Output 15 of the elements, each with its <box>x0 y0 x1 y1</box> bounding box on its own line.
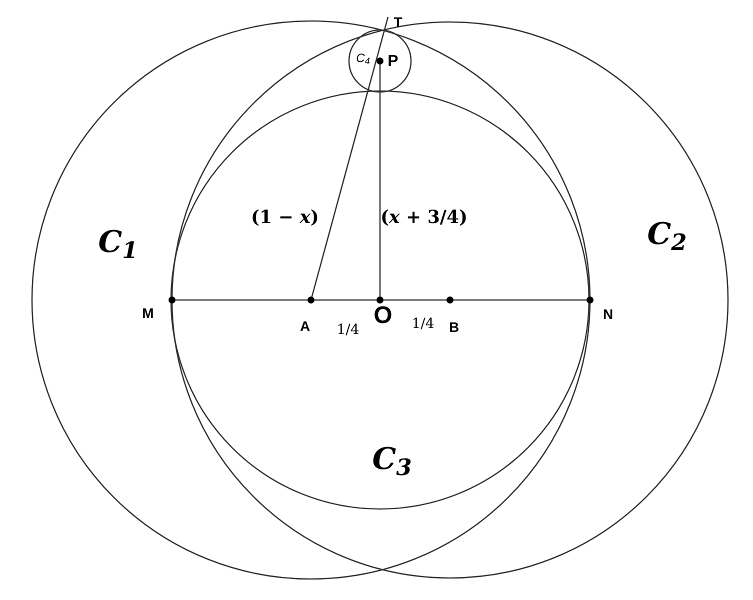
math-label: O <box>374 304 392 328</box>
math-label: B <box>448 320 460 334</box>
math-label: (1 − x) <box>251 209 319 227</box>
math-label: P <box>388 54 398 70</box>
math-label: 1/4 <box>412 317 434 331</box>
math-label: A <box>300 319 310 333</box>
math-label: M <box>142 306 154 320</box>
math-label: N <box>602 307 614 321</box>
math-label: 1/4 <box>336 323 360 337</box>
math-label: C$_{2}$ <box>647 220 687 250</box>
math-label: C$_{1}$ <box>98 228 138 258</box>
math-label: (x + 3/4) <box>380 209 468 227</box>
math-label: C$_{4}$ <box>356 52 370 64</box>
math-label: T <box>394 15 402 29</box>
math-label: C$_{3}$ <box>372 445 412 475</box>
